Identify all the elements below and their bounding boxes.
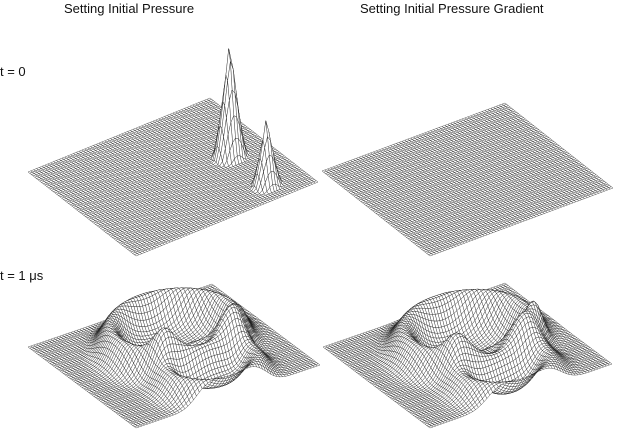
- row-label-t0: t = 0: [0, 64, 26, 79]
- column-title-initial-pressure: Setting Initial Pressure: [64, 1, 195, 16]
- surface-mesh: [27, 48, 319, 257]
- surface-mesh: [321, 102, 614, 257]
- row-label-t1: t = 1 μs: [0, 268, 44, 283]
- surface-mesh: [27, 283, 321, 429]
- surface-mesh: [322, 282, 613, 429]
- column-title-initial-pressure-gradient: Setting Initial Pressure Gradient: [360, 1, 544, 16]
